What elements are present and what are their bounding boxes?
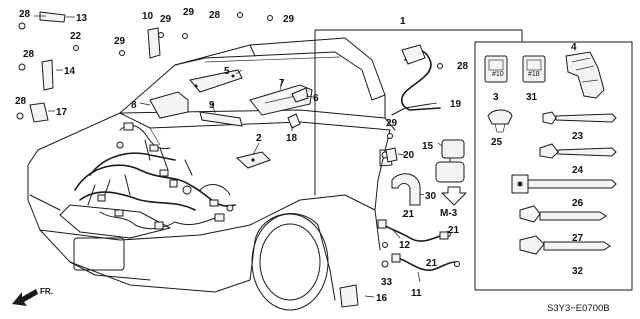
callout-29-a: 29 — [114, 36, 126, 47]
callout-15: 15 — [422, 141, 434, 152]
callout-2: 2 — [256, 133, 262, 144]
callout-22: 22 — [70, 31, 82, 42]
clip-27 — [519, 205, 607, 223]
right-side-harness-parts — [339, 44, 467, 308]
callout-7: 7 — [279, 78, 285, 89]
callout-28-e: 28 — [457, 61, 469, 72]
callout-29-b: 29 — [160, 14, 172, 25]
callout-28-b: 28 — [23, 49, 35, 60]
connector-18: #18 — [522, 55, 546, 83]
callout-24: 24 — [572, 165, 584, 176]
tie-26 — [511, 174, 617, 194]
leader-lines — [34, 15, 443, 298]
callout-14: 14 — [64, 66, 76, 77]
callout-31: 31 — [526, 92, 538, 103]
callout-1-bracket-frame — [314, 29, 523, 196]
callout-29-e: 29 — [386, 118, 398, 129]
callout-30: 30 — [425, 191, 437, 202]
parts-catalog-box: #10 #18 — [474, 41, 633, 291]
callout-28-a: 28 — [19, 9, 31, 20]
callout-32: 32 — [572, 266, 584, 277]
callout-20: 20 — [403, 150, 415, 161]
callout-21-a: 21 — [403, 209, 415, 220]
callout-9: 9 — [209, 100, 215, 111]
upper-brackets — [29, 11, 313, 169]
callout-1: 1 — [400, 16, 406, 27]
callout-33: 33 — [381, 277, 393, 288]
callout-28-d: 28 — [209, 10, 221, 21]
callout-18: 18 — [286, 133, 298, 144]
tie-24 — [539, 143, 617, 159]
connector-tag-18: #18 — [528, 71, 540, 78]
callout-23: 23 — [572, 131, 584, 142]
callout-5: 5 — [224, 66, 230, 77]
engine-wire-harness — [74, 122, 236, 230]
callout-25: 25 — [491, 137, 503, 148]
front-label: FR. — [40, 287, 53, 296]
bolts — [16, 12, 460, 268]
callout-3: 3 — [493, 92, 499, 103]
callout-13: 13 — [76, 13, 88, 24]
callout-10: 10 — [142, 11, 154, 22]
front-direction-indicator: FR. — [12, 287, 53, 306]
tie-23 — [542, 111, 617, 125]
callout-29-d: 29 — [283, 14, 295, 25]
connector-10: #10 — [484, 55, 508, 83]
callout-27: 27 — [572, 233, 584, 244]
callout-29-c: 29 — [183, 7, 195, 18]
callout-28-c: 28 — [15, 96, 27, 107]
callout-21-b: 21 — [448, 225, 460, 236]
clip-32 — [519, 235, 611, 255]
callout-26: 26 — [572, 198, 584, 209]
callout-11: 11 — [411, 288, 422, 299]
callout-4: 4 — [571, 42, 577, 53]
callout-6: 6 — [313, 93, 319, 104]
reference-label-m3: M-3 — [440, 208, 458, 219]
connector-tag-10: #10 — [492, 71, 504, 78]
callout-16: 16 — [376, 293, 388, 304]
callout-labels: 1 2 3 4 5 6 7 8 9 10 11 12 13 14 15 16 1… — [15, 7, 584, 304]
front-arrow-icon — [12, 289, 38, 306]
callout-21-c: 21 — [426, 258, 438, 269]
car-body-outline — [27, 37, 396, 311]
callout-17: 17 — [56, 107, 68, 118]
callout-19: 19 — [450, 99, 462, 110]
callout-12: 12 — [399, 240, 411, 251]
diagram-code: S3Y3−E0700B — [547, 303, 610, 314]
callout-8: 8 — [131, 100, 137, 111]
